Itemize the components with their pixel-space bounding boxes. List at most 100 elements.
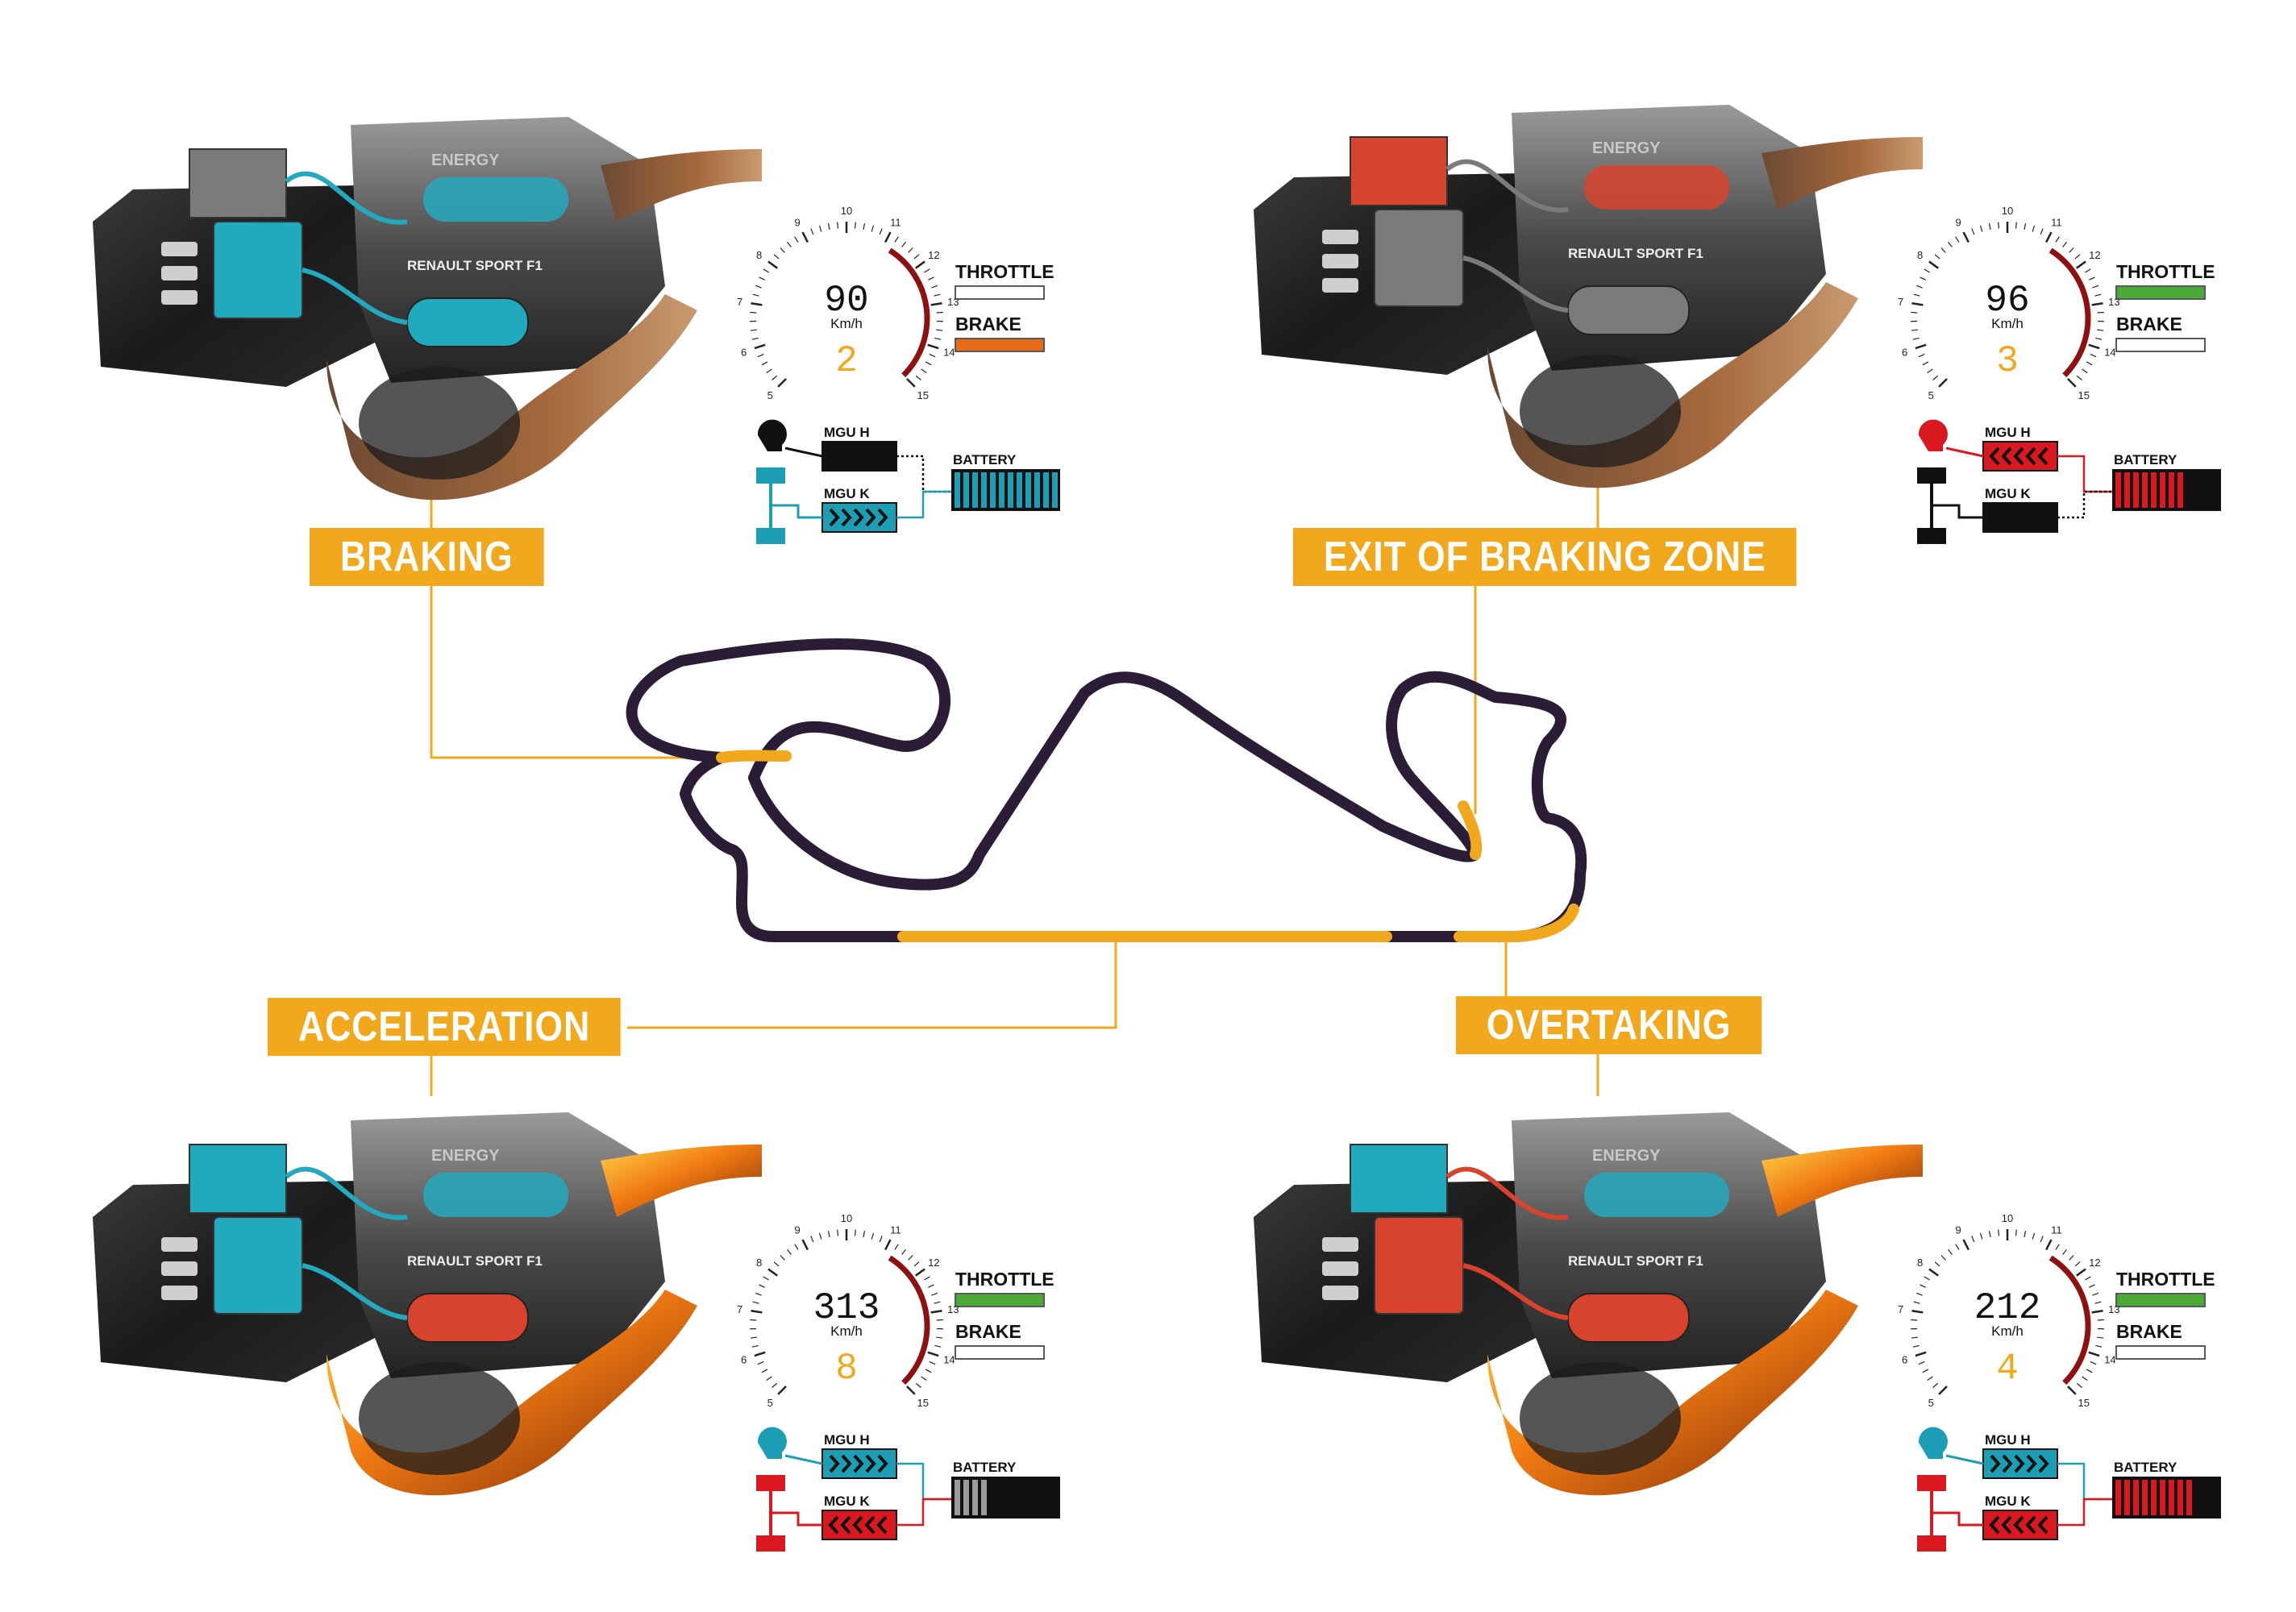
flow-chevron <box>841 508 852 527</box>
race-track <box>626 638 1587 942</box>
gauge-tick <box>767 1268 778 1277</box>
flow-chevron <box>829 508 840 527</box>
gauge-tick <box>930 1309 942 1314</box>
axle-icon-bottom <box>756 528 785 544</box>
link-mguh-battery <box>896 1462 951 1501</box>
renault-branding: RENAULT SPORT F1 <box>407 258 543 273</box>
gauge-tick <box>871 225 875 232</box>
throttle-fill <box>2117 1294 2204 1306</box>
phase-braking: ENERGY RENAULT SPORT F1 567891011121314159… <box>93 117 1060 544</box>
dashboard: 5678910111213141590Km/h2THROTTLEBRAKEMGU… <box>737 205 1060 544</box>
energy-branding: ENERGY <box>431 1147 500 1165</box>
manifold-shadow <box>1520 355 1681 467</box>
gauge-tick <box>773 254 780 260</box>
gauge-tick <box>773 1261 780 1267</box>
battery-cell <box>1008 472 1013 508</box>
manifold-shadow <box>359 367 520 480</box>
link-turbo-mguh <box>1945 447 1984 458</box>
gauge-tick <box>750 1336 757 1339</box>
gauge-tick <box>2089 1284 2095 1288</box>
gauge-tick <box>777 1386 787 1395</box>
axle-icon-top <box>1917 1475 1946 1491</box>
gauge-tick <box>2082 368 2088 373</box>
flow-chevron <box>877 1454 888 1473</box>
gauge-tick <box>1924 268 1930 273</box>
gauge-tick <box>854 1229 856 1236</box>
gauge-tick <box>927 1351 939 1357</box>
flow-chevron <box>876 1515 888 1535</box>
brake-label: BRAKE <box>2116 1321 2182 1342</box>
cooling-fin <box>1322 1261 1358 1276</box>
gauge-tick <box>930 301 942 306</box>
battery-cell <box>1025 472 1031 508</box>
gauge-tick-label: 5 <box>767 1397 773 1409</box>
gauge-tick-label: 15 <box>2078 389 2090 401</box>
flow-chevron <box>865 508 876 527</box>
gauge-tick-label: 8 <box>1917 1257 1923 1269</box>
link-mguk-battery <box>896 490 951 519</box>
link-mguk-battery <box>2057 490 2112 519</box>
gauge-tick <box>1947 1248 1953 1255</box>
gauge-tick <box>2069 1255 2074 1261</box>
gauge-tick <box>2092 285 2099 289</box>
gauge-tick-label: 8 <box>756 1257 762 1269</box>
gauge-tick <box>1927 1376 1933 1381</box>
cooling-fin <box>161 1286 198 1300</box>
gauge-tick <box>2097 1319 2104 1321</box>
gauge-tick <box>936 311 943 314</box>
battery-block <box>1350 136 1448 206</box>
gauge-tick <box>772 375 778 380</box>
gauge-tick <box>1915 285 1923 289</box>
dashboard: 56789101112131415212Km/h4THROTTLEBRAKEMG… <box>1898 1212 2221 1552</box>
gauge-tick-label: 9 <box>1956 217 1961 229</box>
gauge-tick <box>1913 293 1920 297</box>
mgu-k-box <box>1982 1510 2058 1540</box>
manifold-shadow <box>359 1362 520 1475</box>
link-mguh-battery <box>896 455 951 493</box>
gauge-tick <box>2092 1292 2099 1296</box>
gauge-tick <box>2097 311 2104 314</box>
gauge-tick-label: 5 <box>1928 389 1934 401</box>
battery-box <box>951 469 1060 511</box>
gauge-tick <box>757 1361 764 1365</box>
gauge-tick <box>2067 1386 2077 1395</box>
cooling-fin <box>161 1237 198 1252</box>
gauge-tick <box>1927 368 1933 373</box>
gauge-tick-label: 8 <box>756 249 762 261</box>
gauge-tick <box>752 1301 759 1304</box>
intake-plenum <box>423 1173 568 1217</box>
flow-chevron <box>2025 1515 2036 1535</box>
gauge-tick <box>1913 1301 1920 1304</box>
gauge-tick <box>1934 254 1940 260</box>
gauge-tick <box>913 1261 920 1267</box>
gauge-tick <box>884 1239 892 1251</box>
gauge-tick <box>936 1319 943 1321</box>
gear-readout: 3 <box>1996 340 2019 382</box>
axle-icon-top <box>1917 467 1946 484</box>
gauge-tick <box>913 254 920 260</box>
gauge-tick <box>934 1301 941 1304</box>
gauge-tick <box>863 1231 866 1238</box>
connector-lines <box>430 472 1599 1096</box>
gauge-tick <box>1915 343 1927 350</box>
flow-chevron <box>852 1515 863 1535</box>
battery-cell <box>2142 472 2148 508</box>
gauge-tick <box>827 223 830 231</box>
battery-cell <box>963 472 969 508</box>
flow-chevron <box>2013 1515 2024 1535</box>
gauge-tick <box>2032 1232 2036 1240</box>
cooling-fin <box>1322 230 1358 244</box>
energy-branding: ENERGY <box>431 152 500 169</box>
gauge-tick <box>2040 1236 2044 1243</box>
flow-chevron <box>864 1515 876 1535</box>
gear-readout: 2 <box>835 340 858 382</box>
throttle-fill <box>956 1294 1043 1306</box>
gauge-tick <box>754 1351 766 1357</box>
brake-bar <box>2115 1345 2206 1360</box>
